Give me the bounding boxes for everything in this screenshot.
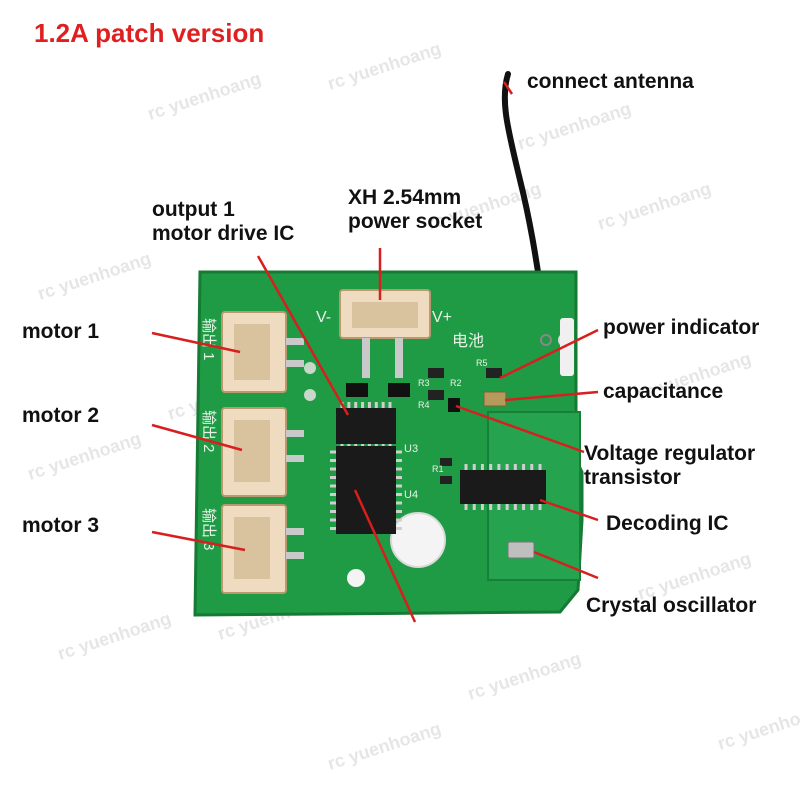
motor-drive-ic-u4	[330, 446, 402, 534]
resistor	[440, 476, 452, 484]
silk-r5: R5	[476, 358, 488, 368]
leader-voltage-regulator	[455, 404, 585, 454]
label-decoding-ic: Decoding IC	[606, 512, 729, 535]
label-line: power socket	[348, 210, 483, 234]
decoding-ic	[460, 464, 546, 510]
silk-output-1: 输出 1	[200, 318, 217, 361]
label-xh-power-socket: XH 2.54mm power socket	[348, 186, 482, 234]
motor-connector-1	[221, 311, 304, 393]
leader-motor-ic-bottom	[353, 489, 417, 623]
silk-r1: R1	[432, 464, 444, 474]
silk-v-minus: V-	[316, 309, 331, 326]
power-led-white	[560, 318, 574, 376]
label-motor-3: motor 3	[22, 514, 100, 537]
leader-motor-1	[151, 331, 241, 354]
label-motor-2: motor 2	[22, 404, 100, 427]
motor-drive-ic-u3	[336, 402, 396, 450]
label-line: motor drive IC	[152, 222, 295, 246]
crystal-oscillator	[507, 541, 535, 559]
motor-connector-2	[221, 407, 304, 497]
label-crystal-oscillator: Crystal oscillator	[586, 594, 757, 617]
label-voltage-regulator: Voltage regulator transistor	[584, 442, 755, 490]
resistor	[440, 458, 452, 466]
label-motor-1: motor 1	[22, 320, 100, 343]
leader-decoding-ic	[539, 498, 599, 522]
silk-r4: R4	[418, 400, 430, 410]
capacitor	[483, 391, 507, 407]
label-connect-antenna: connect antenna	[527, 70, 694, 93]
led	[486, 368, 502, 378]
transistor	[448, 398, 460, 412]
leader-motor-ic-top	[256, 255, 350, 416]
silk-r2: R2	[450, 378, 462, 388]
label-capacitance: capacitance	[603, 380, 724, 403]
label-power-indicator: power indicator	[603, 316, 760, 339]
silk-r3: R3	[418, 378, 430, 388]
label-line: XH 2.54mm	[348, 186, 462, 209]
mounting-hole	[390, 512, 446, 568]
leader-motor-2	[151, 423, 243, 452]
silk-v-plus: V+	[432, 309, 452, 326]
label-output-1-motor-ic: output 1 motor drive IC	[152, 198, 294, 246]
via	[304, 362, 316, 374]
silk-u3: U3	[404, 443, 418, 455]
leader-motor-3	[151, 530, 246, 552]
page-title: 1.2A patch version	[34, 18, 265, 48]
resistor	[428, 368, 444, 378]
leader-crystal	[533, 550, 599, 580]
silk-output-3: 输出 3	[200, 508, 217, 551]
motor-connector-3	[221, 504, 304, 594]
label-line: output 1	[152, 198, 235, 221]
via	[304, 389, 316, 401]
leader-lines	[151, 81, 599, 623]
label-line: Voltage regulator	[584, 442, 756, 465]
silk-battery: 电池	[452, 332, 484, 350]
silk-output-2: 输出 2	[200, 410, 217, 453]
leader-capacitance	[504, 390, 599, 402]
leader-antenna	[502, 81, 514, 95]
mounting-hole	[347, 569, 365, 587]
leader-power-indicator	[499, 328, 599, 380]
resistor	[428, 390, 444, 400]
silk-u4: U4	[404, 489, 418, 501]
label-line: transistor	[584, 466, 681, 490]
